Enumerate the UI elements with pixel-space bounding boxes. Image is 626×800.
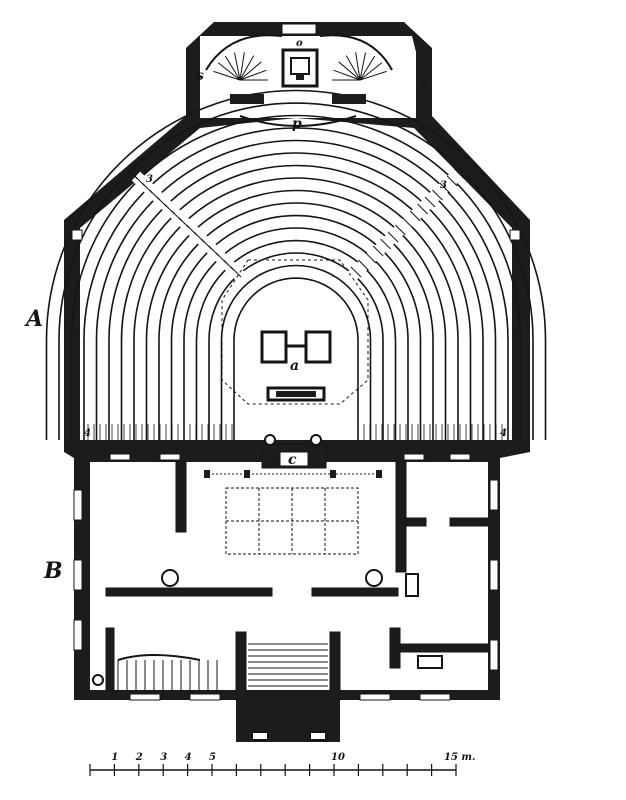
stair-step (213, 70, 241, 81)
aisle-step (387, 231, 399, 243)
scale-tick-label: 4 (185, 752, 192, 763)
orchestra-label: a (290, 358, 299, 374)
seat-row (220, 264, 372, 440)
auditorium-interior (80, 118, 512, 440)
aisle-step (127, 168, 138, 180)
stair-right-label: s (420, 78, 428, 94)
aisle-step (350, 266, 362, 278)
section-a-label: A (24, 306, 43, 332)
aisle-step (446, 175, 458, 187)
scale-tick-label: 2 (135, 752, 143, 763)
stair-step (239, 61, 262, 81)
seat-row (183, 227, 409, 440)
portico-label: p (292, 116, 302, 132)
back-room-label: o (296, 38, 303, 49)
lower-hall-details (73, 434, 499, 741)
auditorium-seating (45, 89, 547, 440)
seat-row (95, 139, 497, 440)
stage-markers (204, 470, 382, 478)
aisle-step (402, 217, 414, 229)
aisle-step (432, 189, 443, 201)
scale-tick-label: 3 (160, 752, 167, 763)
stair-step (234, 52, 241, 81)
aisle-step (417, 203, 428, 215)
seat-row (145, 189, 447, 440)
stair-step (359, 70, 387, 81)
aisle-step (424, 196, 436, 208)
stair-rail (117, 654, 201, 661)
stair-step (355, 52, 361, 81)
aisle-step (409, 210, 421, 222)
section-b-label: B (43, 558, 63, 584)
aisle-step (372, 245, 384, 257)
stair-step (333, 69, 361, 81)
aisle-right-label: 3 (440, 180, 447, 191)
upper-details (71, 23, 521, 405)
stair-step (359, 62, 383, 81)
stairs-top-right (332, 52, 387, 81)
seat-row (133, 177, 459, 440)
seat-row (233, 277, 359, 440)
scale-tick-label: 10 (331, 752, 345, 763)
stair-step (217, 62, 241, 81)
aisle-step (358, 259, 369, 271)
seat-row (83, 127, 509, 440)
seat-row (58, 102, 534, 440)
aisle-step (454, 168, 465, 180)
seat-row (70, 114, 522, 440)
stage-grid (204, 473, 380, 555)
stair-step (224, 55, 241, 81)
seat-row (108, 152, 484, 440)
scale-end-label: 15 m. (444, 752, 475, 763)
scale-tick-label: 5 (209, 752, 216, 763)
stage-label: c (288, 452, 297, 468)
aisle-step (439, 182, 451, 194)
seat-row (120, 164, 472, 440)
corner-left-label: 4 (84, 428, 91, 439)
stair-step (338, 61, 361, 81)
stair-step (239, 55, 255, 81)
aisle-left-label: 3 (146, 174, 153, 185)
lower-staircases (117, 643, 328, 699)
aisle-step (365, 252, 377, 264)
aisle-step (395, 224, 406, 236)
stair-step (359, 52, 366, 81)
stair-step (359, 55, 376, 81)
corner-right-label: 4 (500, 428, 507, 439)
stair-step (345, 55, 361, 81)
seat-row (170, 214, 422, 440)
seat-row (195, 239, 397, 440)
stair-step (239, 69, 267, 81)
seat-row (208, 252, 384, 440)
stair-step (239, 52, 245, 81)
stair-left-label: s (196, 68, 204, 84)
stairs-top-left (213, 52, 268, 81)
aisle-step (380, 238, 391, 250)
scale-bar: 1 2 3 4 5 10 15 m. (89, 752, 475, 776)
seat-row (158, 202, 434, 440)
radial-aisle (347, 171, 461, 281)
scale-tick-label: 1 (111, 752, 118, 763)
